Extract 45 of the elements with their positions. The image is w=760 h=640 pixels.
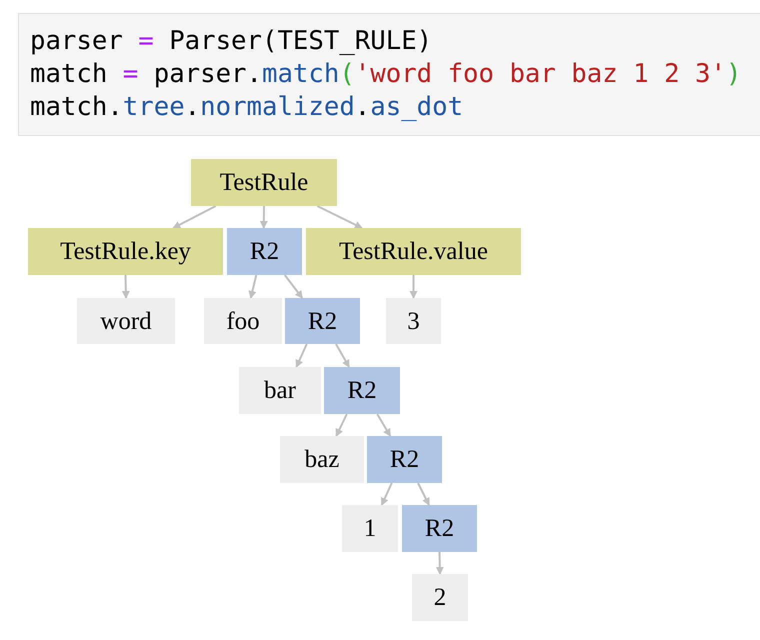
arrow xyxy=(335,414,348,437)
arrow xyxy=(284,274,304,299)
arrow xyxy=(376,413,392,437)
node-label: TestRule xyxy=(220,170,308,195)
code-line: match.tree.normalized.as_dot xyxy=(30,91,464,124)
arrow xyxy=(417,482,430,506)
arrow xyxy=(410,275,418,299)
token-node xyxy=(77,298,175,344)
node-label: R2 xyxy=(424,516,454,541)
node-label: TestRule.value xyxy=(339,239,488,264)
arrow xyxy=(260,206,268,229)
arrow xyxy=(436,552,444,575)
group-node xyxy=(324,367,400,414)
token-node xyxy=(342,505,398,552)
code-line: parser = Parser(TEST_RULE) xyxy=(30,25,434,58)
node-label: 2 xyxy=(434,585,446,610)
group-node xyxy=(285,298,360,344)
arrow xyxy=(248,274,258,299)
group-node xyxy=(402,505,477,552)
node-label: R2 xyxy=(250,239,280,264)
node-label: R2 xyxy=(347,378,377,403)
token-node xyxy=(239,367,321,414)
group-node xyxy=(367,436,442,483)
node-label: R2 xyxy=(308,308,338,334)
group-node xyxy=(227,228,302,275)
code-cell xyxy=(18,13,760,136)
arrow xyxy=(122,274,130,299)
arrow xyxy=(295,344,308,368)
token-node xyxy=(386,298,441,344)
arrow xyxy=(316,205,363,229)
node-label: word xyxy=(100,308,152,334)
arrow xyxy=(335,344,350,368)
token-node xyxy=(204,298,282,344)
node-label: foo xyxy=(226,308,260,334)
node-label: 1 xyxy=(364,516,376,541)
node-label: R2 xyxy=(390,447,420,472)
token-node xyxy=(280,436,364,483)
node-label: TestRule.key xyxy=(60,239,191,264)
node-label: bar xyxy=(264,378,296,403)
code-line: match = parser.match('word foo bar baz 1 2 3') xyxy=(30,58,742,91)
arrow xyxy=(380,482,393,506)
node-label: baz xyxy=(304,447,340,472)
arrow xyxy=(172,205,216,229)
node-label: 3 xyxy=(407,308,420,334)
token-node xyxy=(412,574,468,621)
